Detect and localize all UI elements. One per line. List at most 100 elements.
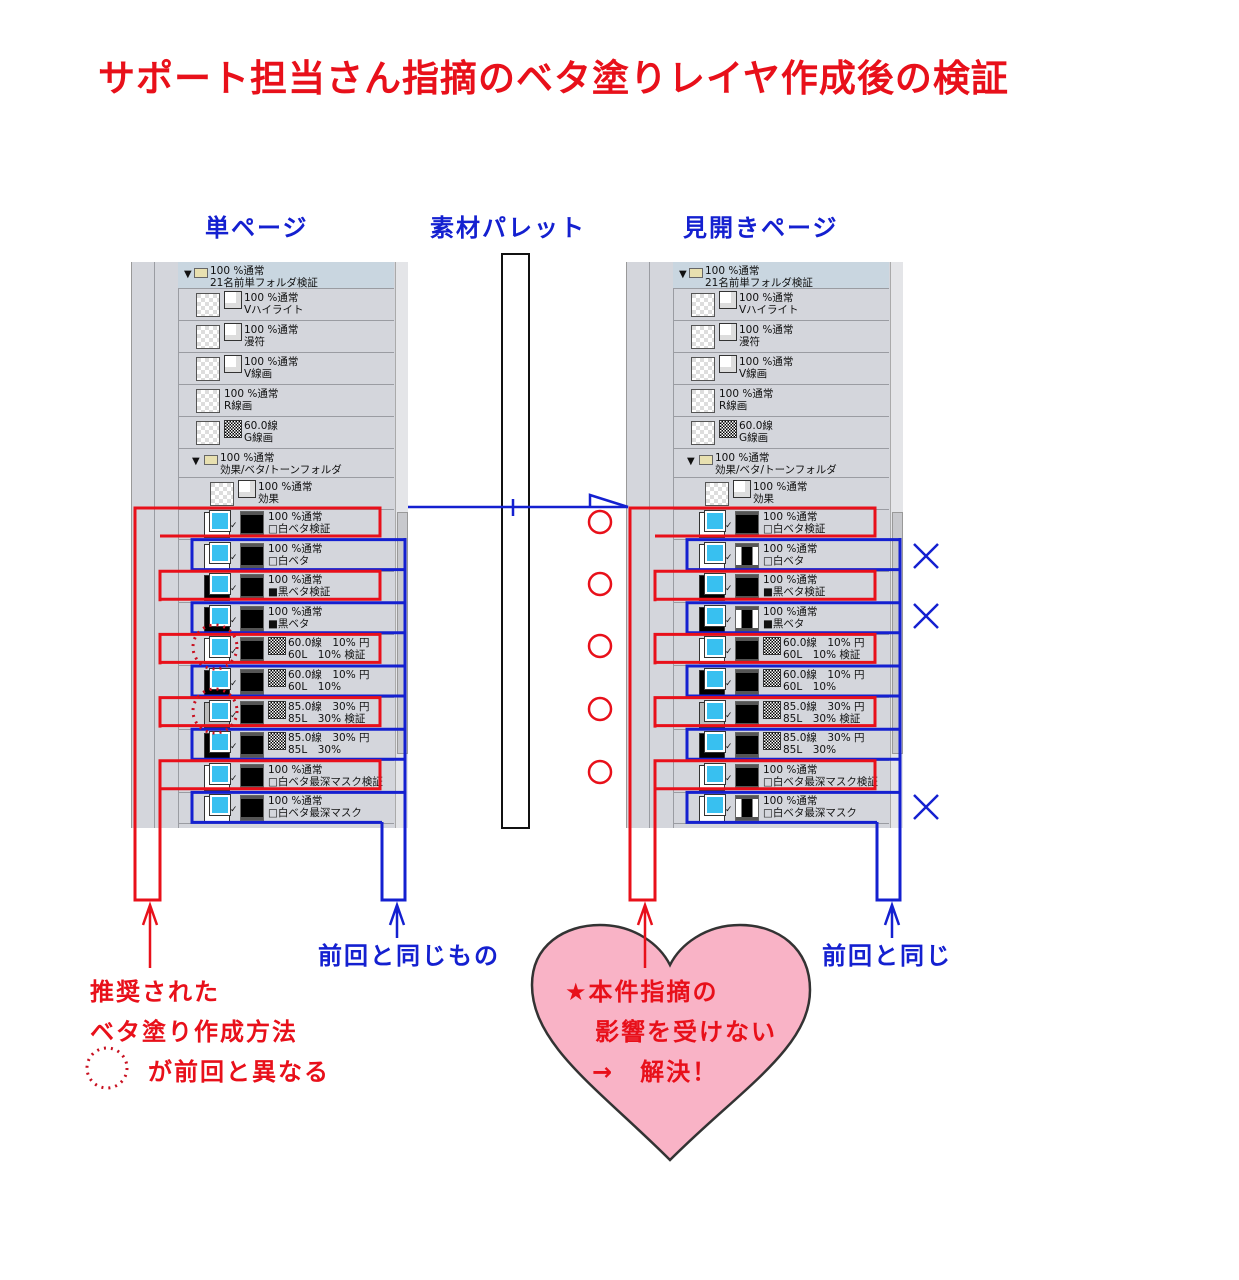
expand-triangle-icon[interactable]: ▼ (192, 456, 200, 467)
layer-mode: 100 %通常 (244, 324, 299, 336)
expand-triangle-icon[interactable]: ▼ (687, 456, 695, 467)
fill-layer-icon (209, 510, 231, 532)
layer-folder[interactable]: ▼ 100 %通常効果/ベタ/トーンフォルダ (673, 449, 889, 478)
layer-mask-thumbnail (240, 605, 264, 632)
visibility-column[interactable] (132, 262, 155, 828)
folder-icon (689, 268, 703, 278)
layer-label: 100 %通常□白ベタ最深マスク (763, 795, 857, 819)
changed-marker (191, 687, 239, 735)
layer-mode: 85.0線 30% 円 (783, 700, 865, 713)
layer-name: 漫符 (739, 336, 760, 348)
layer-mask-thumbnail (735, 605, 759, 632)
layer-name: 効果/ベタ/トーンフォルダ (220, 464, 342, 476)
layer-thumbnail (210, 482, 234, 506)
ng-cross-icon (913, 603, 939, 629)
layer-mask-thumbnail (735, 732, 759, 759)
raster-layer-icon (238, 480, 256, 498)
layer-name: 60L 10% (288, 681, 342, 693)
checkmark-icon: ✓ (725, 647, 733, 658)
layer-name: G線画 (244, 432, 274, 444)
layer-mode: 85.0線 30% 円 (783, 732, 865, 745)
red-bracket (133, 506, 382, 538)
layer-mode: 60.0線 10% 円 (783, 637, 865, 650)
legend-dotted-circle (85, 1046, 129, 1090)
layer-row[interactable]: 100 %通常効果 (178, 478, 394, 510)
checkmark-icon: ✓ (725, 521, 733, 531)
layer-name: V線画 (739, 368, 768, 380)
visibility-column[interactable] (627, 262, 650, 828)
layer-row[interactable]: 100 %通常漫符 (673, 321, 889, 353)
raster-layer-icon (719, 291, 737, 309)
tone-icon (763, 669, 781, 687)
layer-name: 効果 (258, 493, 279, 505)
layer-row[interactable]: ✓100 %通常■黒ベタ (178, 603, 394, 635)
checkmark-icon: ✓ (725, 805, 733, 816)
lock-column[interactable] (649, 262, 674, 828)
layer-mode: 60.0線 10% 円 (783, 669, 865, 681)
red-bracket (628, 506, 877, 538)
label-same-as-before-right: 前回と同じ (822, 942, 952, 970)
checkmark-icon: ✓ (230, 710, 238, 721)
layer-name: 85L 30% (288, 744, 342, 757)
layer-row[interactable]: ✓100 %通常□白ベタ検証 (178, 508, 394, 540)
layer-name: Vハイライト (244, 304, 304, 316)
label-recommended: 推奨された (90, 978, 220, 1006)
layer-mode: 60.0線 (739, 420, 773, 432)
layer-row[interactable]: ✓100 %通常■黒ベタ (673, 603, 889, 635)
layer-folder[interactable]: ▼100 %通常効果/ベタ/トーンフォルダ (178, 449, 394, 478)
label-differs: が前回と異なる (148, 1058, 330, 1086)
layer-row[interactable]: ✓100 %通常□白ベタ最深マスク (178, 792, 394, 825)
layer-mask-thumbnail (240, 795, 264, 822)
tone-icon (719, 420, 737, 438)
layer-label: 100 %通常□白ベタ検証 (763, 511, 825, 535)
layer-thumbnail (705, 482, 729, 506)
layer-mode: 100 %通常 (224, 388, 279, 400)
layer-row[interactable]: ✓100 %通常■黒ベタ検証 (178, 571, 394, 604)
layer-label: 100 %通常□白ベタ検証 (268, 511, 330, 535)
red-arrow-up-icon (141, 901, 159, 968)
checkmark-icon: ✓ (725, 742, 733, 753)
layer-mode: 60.0線 10% 円 (288, 637, 370, 650)
blue-bracket (190, 601, 405, 635)
layer-label: 100 %通常効果/ベタ/トーンフォルダ (715, 452, 837, 476)
layer-row[interactable]: 100 %通常漫符 (178, 321, 394, 353)
layer-mode: 100 %通常 (739, 356, 794, 368)
layer-row[interactable]: ✓100 %通常□白ベタ (673, 540, 889, 572)
tone-icon (268, 669, 286, 687)
expand-triangle-icon[interactable]: ▼ (679, 269, 687, 280)
layer-name: V線画 (244, 368, 273, 380)
red-bracket (158, 632, 382, 665)
fill-layer-icon (209, 541, 231, 564)
layer-name: 85L 30% 検証 (783, 712, 861, 725)
layer-mode: 100 %通常 (763, 763, 818, 776)
expand-triangle-icon[interactable]: ▼ (184, 269, 192, 280)
checkmark-icon: ✓ (725, 773, 733, 784)
layer-mode: 100 %通常 (719, 388, 774, 400)
checkmark-icon: ✓ (230, 584, 238, 595)
fill-layer-icon (704, 510, 726, 532)
blue-leader (380, 538, 407, 902)
layer-mask-thumbnail (240, 542, 264, 569)
fill-layer-icon (704, 794, 726, 817)
lock-column[interactable] (154, 262, 179, 828)
layer-row[interactable]: ✓ 100 %通常□白ベタ最深マスク (673, 792, 889, 825)
